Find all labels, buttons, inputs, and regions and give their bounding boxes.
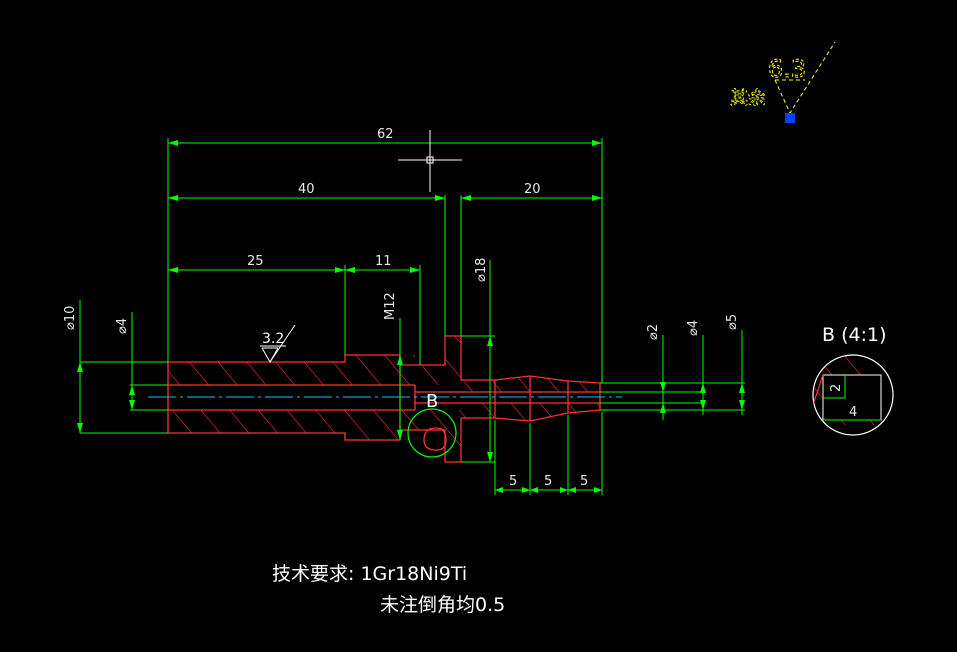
undercut-groove (423, 427, 447, 451)
detail-marker-label: B (426, 391, 438, 412)
hatch-lower (168, 410, 415, 440)
dim-dia-18: ⌀18 (474, 258, 489, 282)
arrowheads (77, 140, 745, 493)
dim-left-length: 40 (298, 182, 315, 197)
detail-height: 2 (829, 384, 844, 392)
detail-title: B (4:1) (822, 324, 886, 346)
dim-barb-1: 5 (509, 474, 517, 489)
dim-dia-10: ⌀10 (63, 306, 78, 330)
detail-view (812, 354, 894, 436)
dim-right-length: 20 (524, 182, 541, 197)
dim-thread-length: 11 (375, 254, 392, 269)
hatch-flange-upper (415, 336, 461, 385)
dim-thread: M12 (383, 292, 398, 320)
dim-overall-length: 62 (377, 127, 394, 142)
dim-dia-4-left: ⌀4 (115, 318, 130, 334)
detail-marker-circle (407, 408, 457, 458)
outer-contour (167, 335, 601, 463)
dim-dia-4-right: ⌀4 (686, 320, 701, 336)
roughness-symbol-main (260, 324, 296, 364)
cad-crosshair-cursor[interactable] (398, 130, 462, 192)
dim-barb-2: 5 (544, 474, 552, 489)
roughness-rest-value: 6.3 (768, 55, 806, 83)
dimension-lines (79, 138, 745, 495)
dim-hole-depth: 25 (247, 254, 264, 269)
dim-dia-2: ⌀2 (646, 324, 661, 340)
part-body (167, 335, 601, 463)
hatch-upper (168, 355, 415, 385)
chamfer-note: 未注倒角均0.5 (380, 594, 505, 616)
detail-width: 4 (849, 405, 857, 420)
dim-dia-5: ⌀5 (725, 314, 740, 330)
roughness-main-value: 3.2 (262, 331, 284, 347)
technical-requirements: 技术要求: 1Gr18Ni9Ti (272, 563, 467, 585)
grip-handle[interactable] (785, 113, 795, 123)
roughness-rest-label: 其余 (730, 88, 766, 109)
dim-barb-3: 5 (580, 474, 588, 489)
